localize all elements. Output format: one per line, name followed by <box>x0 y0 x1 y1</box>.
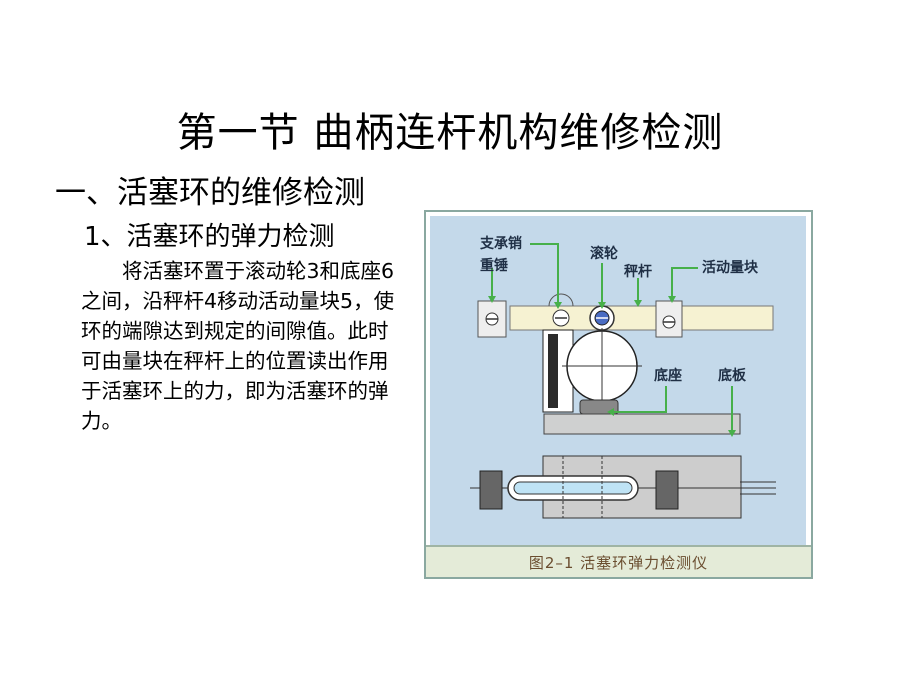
weight-plan <box>479 470 503 510</box>
figure-frame: 支承销 重锤 滚轮 秤杆 活动量块 底座 底板 图2–1 活塞环弹力检测仪 <box>424 210 813 579</box>
label-roller: 滚轮 <box>590 245 618 262</box>
figure-caption: 图2–1 活塞环弹力检测仪 <box>528 553 709 572</box>
leader-arrowheads <box>488 296 736 437</box>
label-weight: 重锤 <box>480 257 508 274</box>
label-base-plate: 底板 <box>718 367 747 384</box>
slide-title: 第一节 曲柄连杆机构维修检测 <box>176 110 724 156</box>
lever-bar <box>509 305 774 331</box>
label-support-pin: 支承销 <box>479 235 522 252</box>
slot-inner <box>513 481 633 495</box>
body-paragraph: 将活塞环置于滚动轮3和底座6之间，沿秤杆4移动活动量块5，使环的端隙达到规定的间… <box>81 259 395 433</box>
section-heading: 一、活塞环的维修检测 <box>55 175 365 211</box>
caption-bar: 图2–1 活塞环弹力检测仪 <box>426 545 811 577</box>
tester-diagram-svg: 支承销 重锤 滚轮 秤杆 活动量块 底座 底板 <box>470 235 776 519</box>
subsection-heading: 1、活塞环的弹力检测 <box>84 222 335 252</box>
movable-block-plan <box>655 470 679 510</box>
label-base: 底座 <box>654 367 682 384</box>
label-lever: 秤杆 <box>624 263 652 280</box>
tester-diagram: 支承销 重锤 滚轮 秤杆 活动量块 底座 底板 <box>430 216 806 546</box>
leader-lines <box>491 243 733 434</box>
base-plate <box>543 413 741 435</box>
label-movable-block: 活动量块 <box>702 259 759 276</box>
